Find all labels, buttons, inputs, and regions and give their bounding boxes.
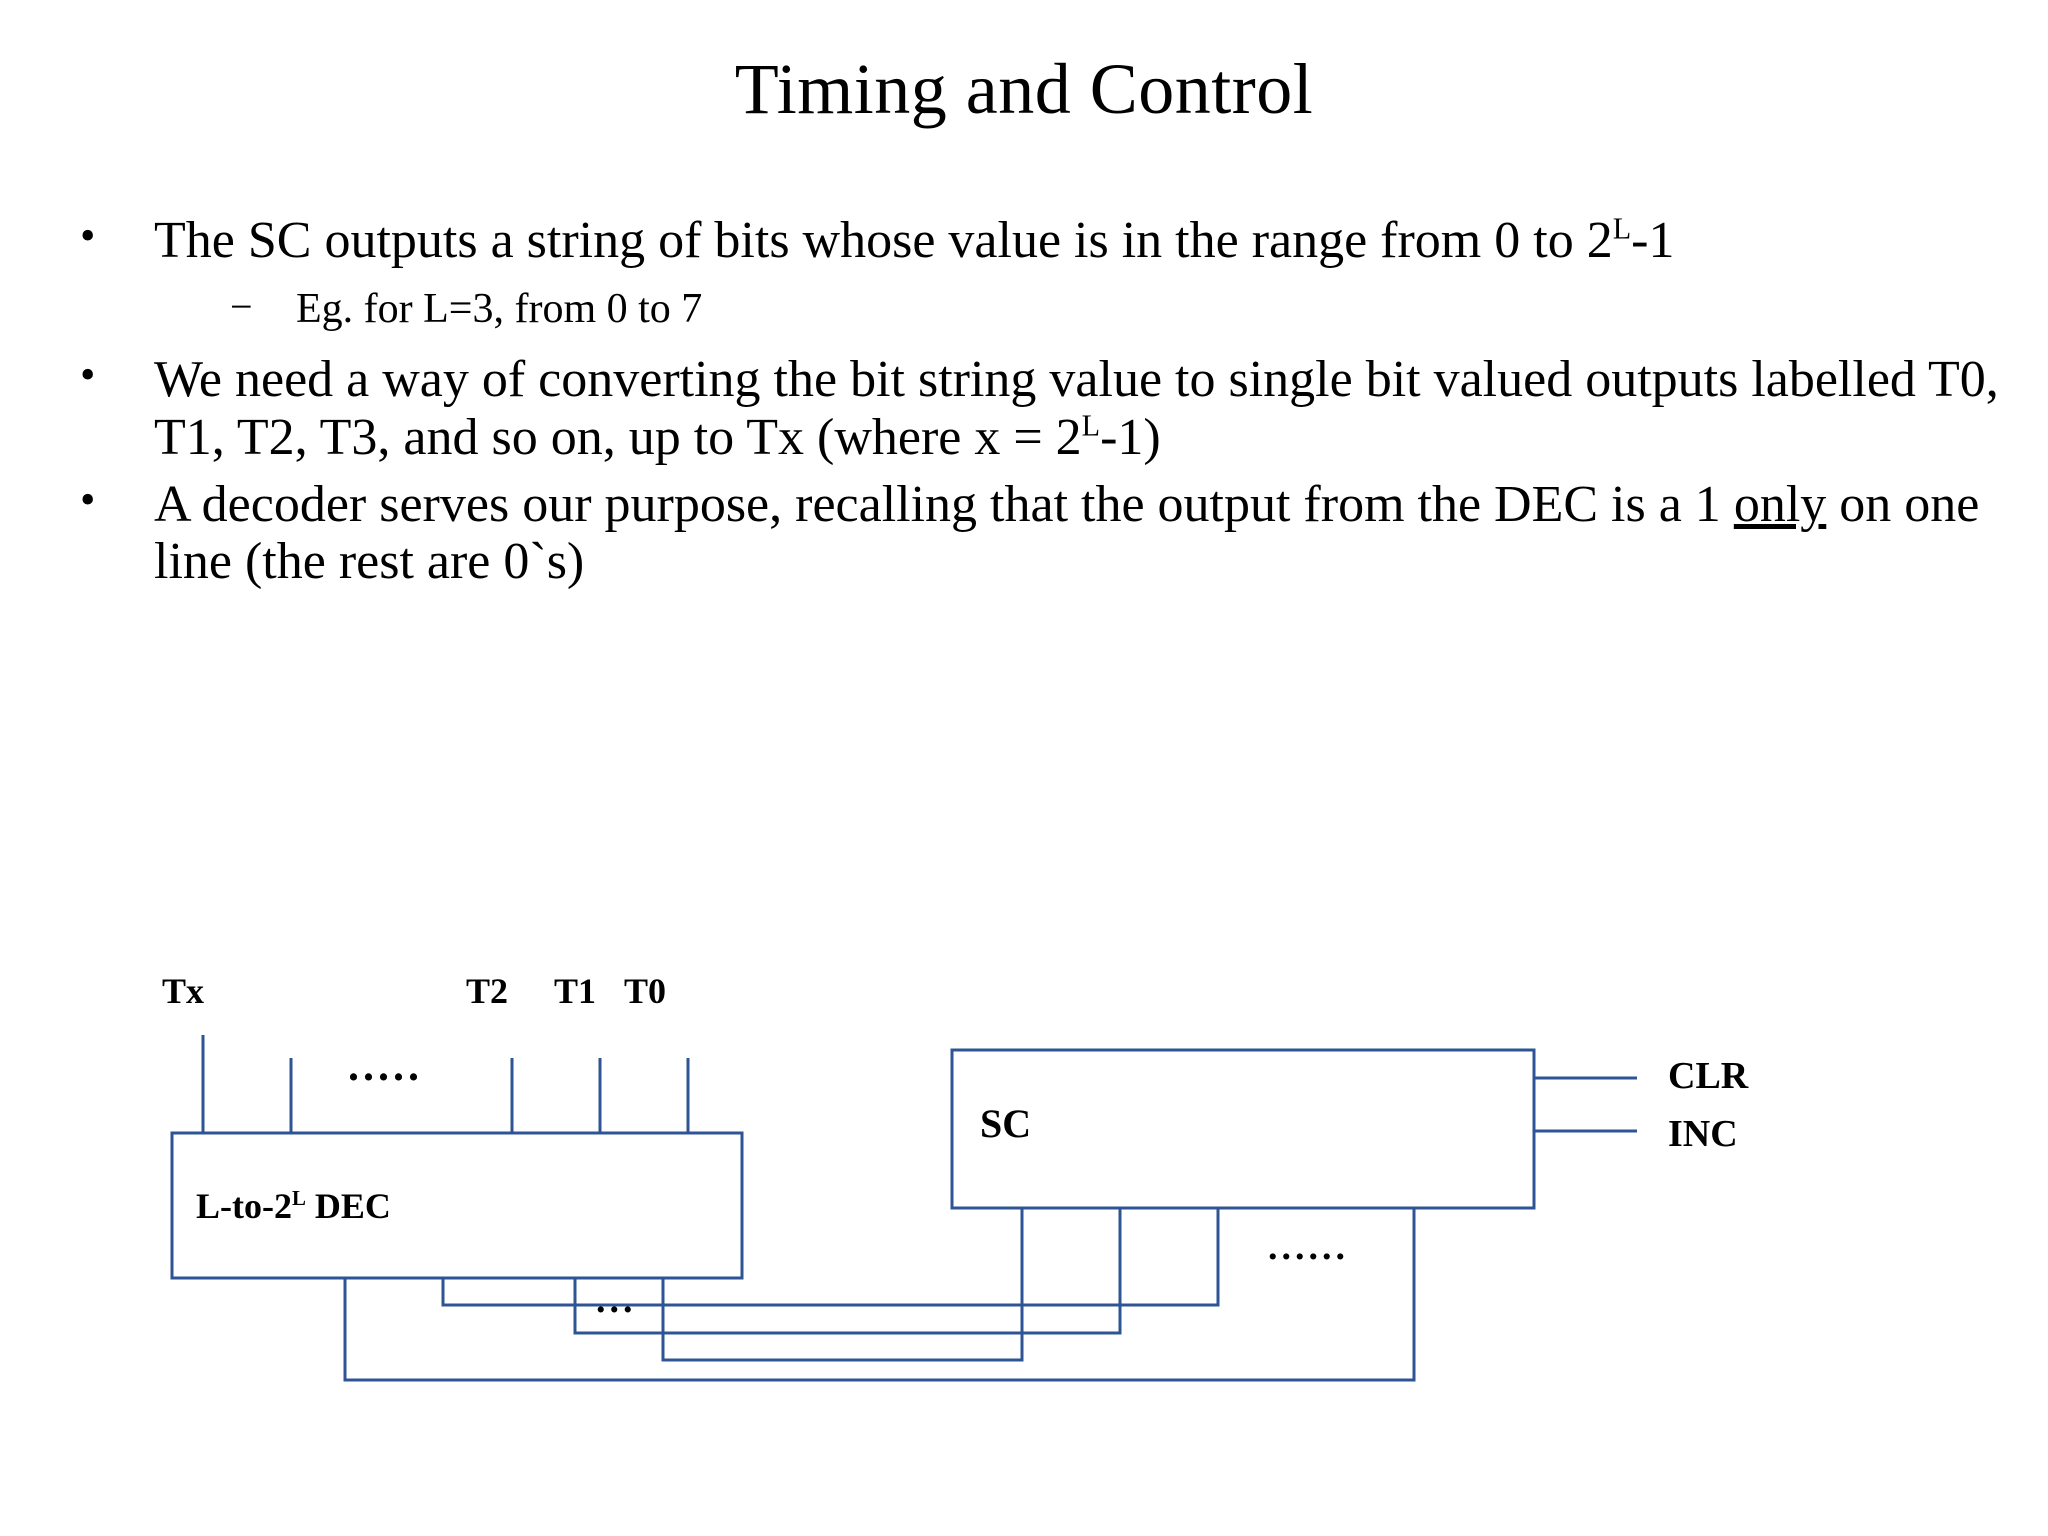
dash-marker-icon: − — [230, 284, 253, 330]
diagram-label-tx: Tx — [162, 971, 205, 1011]
ellipsis-bus-right: ...... — [1268, 1226, 1349, 1268]
bullet-list: • The SC outputs a string of bits whose … — [58, 211, 2018, 600]
decoder-output-lines — [201, 1035, 690, 1133]
sc-to-decoder-bus — [343, 1208, 1416, 1382]
page-title: Timing and Control — [734, 49, 1314, 129]
bullet-marker-icon: • — [80, 474, 96, 524]
emphasis-only: only — [1733, 475, 1827, 533]
bullet-text-part: -1 — [1631, 212, 1675, 269]
bullet-text-part: -1) — [1100, 408, 1161, 466]
bullet-marker-icon: • — [80, 350, 96, 400]
subbullet-item-example: − Eg. for L=3, from 0 to 7 — [58, 284, 2018, 333]
sc-box — [950, 1048, 1536, 1210]
sc-box-label: SC — [980, 1101, 1032, 1146]
bullet-text-part: The SC outputs a string of bits whose va… — [154, 212, 1613, 269]
decoder-label-suffix: DEC — [305, 1186, 391, 1226]
ellipsis-decoder-outputs: ..... — [348, 1041, 423, 1090]
diagram-label-inc: INC — [1668, 1113, 1738, 1155]
decoder-label-superscript: L — [291, 1186, 306, 1210]
diagram-label-t1: T1 — [554, 971, 597, 1011]
sc-control-lines — [1534, 1076, 1637, 1133]
superscript-L: L — [1612, 211, 1632, 246]
decoder-box — [170, 1131, 744, 1280]
bullet-text-part: A decoder serves our purpose, recalling … — [154, 475, 1734, 533]
decoder-label-prefix: L-to-2 — [196, 1186, 292, 1226]
decoder-box-label: L-to-2L DEC — [196, 1185, 391, 1227]
timing-control-diagram: Tx T2 T1 T0 ..... L-to-2L DEC SC CLR INC… — [0, 960, 2048, 1430]
bullet-item-sc-range: • The SC outputs a string of bits whose … — [58, 211, 2018, 269]
bullet-text-part: We need a way of converting the bit stri… — [154, 351, 1999, 466]
bullet-text-part: on one line (the rest are 0`s) — [154, 475, 1980, 591]
bullet-item-convert: • We need a way of converting the bit st… — [58, 350, 2018, 466]
bullet-marker-icon: • — [80, 211, 96, 260]
superscript-L: L — [1081, 408, 1101, 443]
bullet-item-decoder: • A decoder serves our purpose, recallin… — [58, 474, 2018, 591]
diagram-label-clr: CLR — [1668, 1055, 1749, 1097]
diagram-label-t0: T0 — [624, 971, 667, 1011]
ellipsis-bus-left: ... — [596, 1279, 637, 1321]
diagram-canvas — [170, 1035, 1637, 1382]
subbullet-text: Eg. for L=3, from 0 to 7 — [296, 286, 703, 333]
diagram-label-t2: T2 — [466, 971, 509, 1011]
